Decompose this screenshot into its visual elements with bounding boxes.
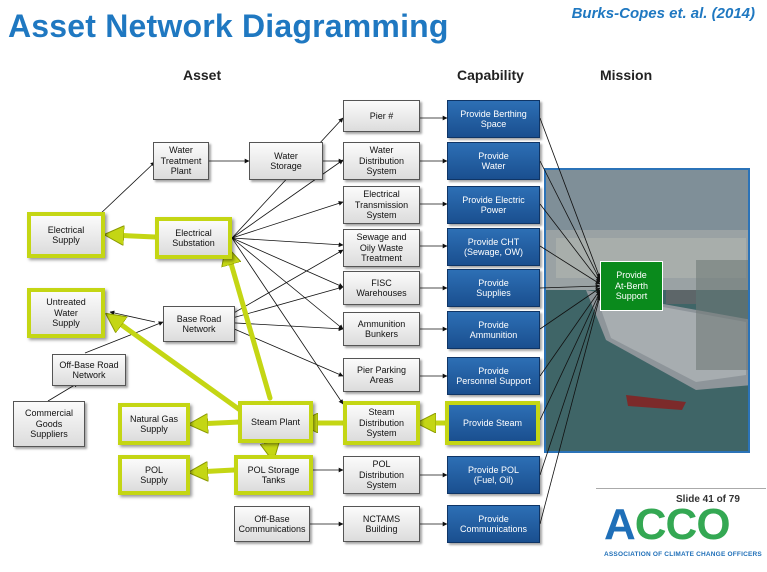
- capability-steam[interactable]: Provide Steam: [445, 401, 540, 445]
- untreated-water-supply-node[interactable]: Untreated Water Supply: [27, 288, 105, 338]
- base-road-network-node[interactable]: Base Road Network: [163, 306, 235, 342]
- acco-logo-subtitle: ASSOCIATION OF CLIMATE CHANGE OFFICERS: [604, 551, 762, 558]
- fisc-warehouses-node[interactable]: FISC Warehouses: [343, 271, 420, 305]
- capability-cht[interactable]: Provide CHT (Sewage, OW): [447, 228, 540, 266]
- slide-number: Slide 41 of 79: [676, 494, 740, 505]
- commercial-goods-suppliers-node[interactable]: Commercial Goods Suppliers: [13, 401, 85, 447]
- electrical-supply-node[interactable]: Electrical Supply: [27, 212, 105, 258]
- capability-ammunition[interactable]: Provide Ammunition: [447, 311, 540, 349]
- pier-parking-areas-node[interactable]: Pier Parking Areas: [343, 358, 420, 392]
- capability-pol[interactable]: Provide POL (Fuel, Oil): [447, 456, 540, 494]
- pol-storage-tanks-node[interactable]: POL Storage Tanks: [234, 455, 313, 495]
- capability-personnel-support[interactable]: Provide Personnel Support: [447, 357, 540, 395]
- mission-column-header: Mission: [600, 67, 653, 83]
- ammunition-bunkers-node[interactable]: Ammunition Bunkers: [343, 312, 420, 346]
- pier-node[interactable]: Pier #: [343, 100, 420, 132]
- pol-distribution-system-node[interactable]: POL Distribution System: [343, 456, 420, 494]
- sewage-oily-waste-treatment-node[interactable]: Sewage and Oily Waste Treatment: [343, 229, 420, 267]
- asset-column-header: Asset: [183, 67, 222, 83]
- water-treatment-plant-node[interactable]: Water Treatment Plant: [153, 142, 209, 180]
- capability-electric-power[interactable]: Provide Electric Power: [447, 186, 540, 224]
- citation: Burks-Copes et. al. (2014): [571, 5, 755, 22]
- off-base-road-network-node[interactable]: Off-Base Road Network: [52, 354, 126, 386]
- electrical-substation-node[interactable]: Electrical Substation: [155, 217, 232, 259]
- electrical-transmission-system-node[interactable]: Electrical Transmission System: [343, 186, 420, 224]
- capability-supplies[interactable]: Provide Supplies: [447, 269, 540, 307]
- steam-plant-node[interactable]: Steam Plant: [238, 401, 313, 443]
- footer-divider: [596, 488, 766, 489]
- capability-berthing-space[interactable]: Provide Berthing Space: [447, 100, 540, 138]
- capability-column-header: Capability: [457, 67, 524, 83]
- slide-title: Asset Network Diagramming: [8, 8, 449, 44]
- mission-at-berth-support[interactable]: Provide At-Berth Support: [600, 261, 663, 311]
- water-distribution-system-node[interactable]: Water Distribution System: [343, 142, 420, 180]
- natural-gas-supply-node[interactable]: Natural Gas Supply: [118, 403, 190, 445]
- capability-communications[interactable]: Provide Communications: [447, 505, 540, 543]
- off-base-communications-node[interactable]: Off-Base Communications: [234, 506, 310, 542]
- nctams-building-node[interactable]: NCTAMS Building: [343, 506, 420, 542]
- capability-water[interactable]: Provide Water: [447, 142, 540, 180]
- acco-logo: ACCO: [604, 500, 731, 549]
- pol-supply-node[interactable]: POL Supply: [118, 455, 190, 495]
- steam-distribution-system-node[interactable]: Steam Distribution System: [343, 401, 420, 445]
- water-storage-node[interactable]: Water Storage: [249, 142, 323, 180]
